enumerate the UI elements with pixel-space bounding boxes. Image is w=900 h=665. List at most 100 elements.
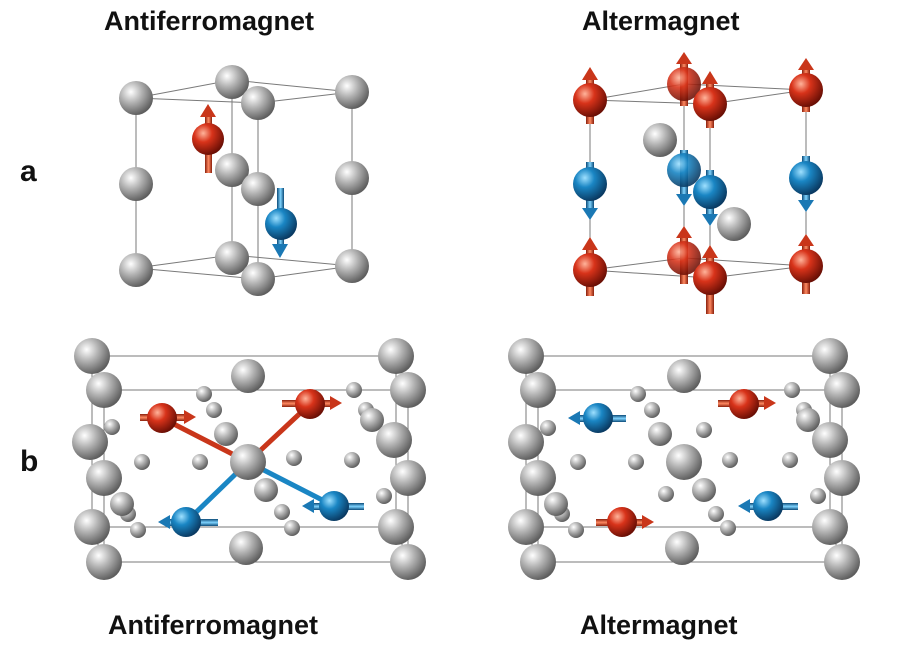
gray-atom (570, 454, 586, 470)
gray-atom (812, 422, 848, 458)
gray-atom (722, 452, 738, 468)
gray-atom (667, 359, 701, 393)
gray-atom (241, 262, 275, 296)
gray-atom (378, 338, 414, 374)
gray-atom (812, 338, 848, 374)
gray-atom (335, 75, 369, 109)
gray-atom (810, 488, 826, 504)
magnetic-atom-spin-down (583, 403, 613, 433)
magnetic-atom-spin-up (607, 507, 637, 537)
magnetic-atom-spin-up (192, 123, 224, 155)
panel-a-altermagnet (573, 52, 823, 314)
gray-atom (241, 86, 275, 120)
gray-atom (72, 424, 108, 460)
magnetic-atom-spin-up (667, 67, 701, 101)
gray-atom (390, 372, 426, 408)
gray-atom (520, 544, 556, 580)
gray-atom (544, 492, 568, 516)
gray-atom (286, 450, 302, 466)
gray-atom (782, 452, 798, 468)
gray-atom (254, 478, 278, 502)
magnetic-atom-spin-up (693, 87, 727, 121)
title-bottom-left: Antiferromagnet (108, 610, 319, 640)
magnetic-atom-spin-up (693, 261, 727, 295)
gray-atom (568, 522, 584, 538)
gray-atom (119, 81, 153, 115)
magnetic-atom-spin-down (171, 507, 201, 537)
gray-atom (644, 402, 660, 418)
gray-atom (824, 544, 860, 580)
magnetic-atom-spin-up (573, 253, 607, 287)
magnetic-atom-spin-down (789, 161, 823, 195)
gray-atom (231, 359, 265, 393)
gray-atom (86, 544, 122, 580)
gray-atom (390, 460, 426, 496)
gray-atom (812, 509, 848, 545)
gray-atom (520, 372, 556, 408)
magnetic-atom-spin-up (147, 403, 177, 433)
gray-atom (658, 486, 674, 502)
panel-b-antiferromagnet (72, 338, 426, 580)
gray-atom (284, 520, 300, 536)
gray-atom (335, 161, 369, 195)
gray-atom (214, 422, 238, 446)
gray-atom (508, 338, 544, 374)
gray-atom (274, 504, 290, 520)
gray-atom (215, 241, 249, 275)
gray-atom (378, 509, 414, 545)
gray-atom (692, 478, 716, 502)
gray-atom (708, 506, 724, 522)
gray-atom (376, 488, 392, 504)
gray-atom (508, 424, 544, 460)
magnetic-atom-spin-down (265, 208, 297, 240)
gray-atom (241, 172, 275, 206)
gray-atom (390, 544, 426, 580)
title-bottom-right: Altermagnet (580, 610, 738, 640)
panel-a-antiferromagnet (119, 65, 369, 296)
gray-atom (540, 420, 556, 436)
gray-atom (630, 386, 646, 402)
magnetic-atom-spin-down (319, 491, 349, 521)
gray-atom (104, 419, 120, 435)
gray-atom (192, 454, 208, 470)
gray-atom (508, 509, 544, 545)
gray-atom (215, 65, 249, 99)
magnetic-atom-spin-up (729, 389, 759, 419)
gray-atom (648, 422, 672, 446)
gray-atom (520, 460, 556, 496)
gray-atom (335, 249, 369, 283)
panel-label-b: b (20, 445, 39, 478)
gray-atom (666, 444, 702, 480)
gray-atom (134, 454, 150, 470)
gray-atom (229, 531, 263, 565)
panel-label-a: a (20, 155, 37, 188)
gray-atom (717, 207, 751, 241)
gray-atom (215, 153, 249, 187)
gray-atom (86, 460, 122, 496)
magnetic-atom-spin-down (667, 153, 701, 187)
gray-atom (346, 382, 362, 398)
magnetic-atom-spin-down (693, 175, 727, 209)
gray-atom (119, 167, 153, 201)
magnetic-atom-spin-up (789, 249, 823, 283)
magnetic-atom-spin-up (667, 241, 701, 275)
gray-atom (110, 492, 134, 516)
gray-atom (824, 460, 860, 496)
panel-b-altermagnet (508, 338, 860, 580)
gray-atom (119, 253, 153, 287)
gray-atom (376, 422, 412, 458)
gray-atom (696, 422, 712, 438)
gray-atom (784, 382, 800, 398)
gray-atom (74, 509, 110, 545)
gray-atom (720, 520, 736, 536)
magnetic-atom-spin-up (789, 73, 823, 107)
gray-atom (360, 408, 384, 432)
central-gray-atom (230, 444, 266, 480)
magnetic-atom-spin-down (753, 491, 783, 521)
gray-atom (824, 372, 860, 408)
title-top-left: Antiferromagnet (104, 6, 315, 36)
gray-atom (196, 386, 212, 402)
magnetic-atom-spin-down (573, 167, 607, 201)
gray-atom (643, 123, 677, 157)
